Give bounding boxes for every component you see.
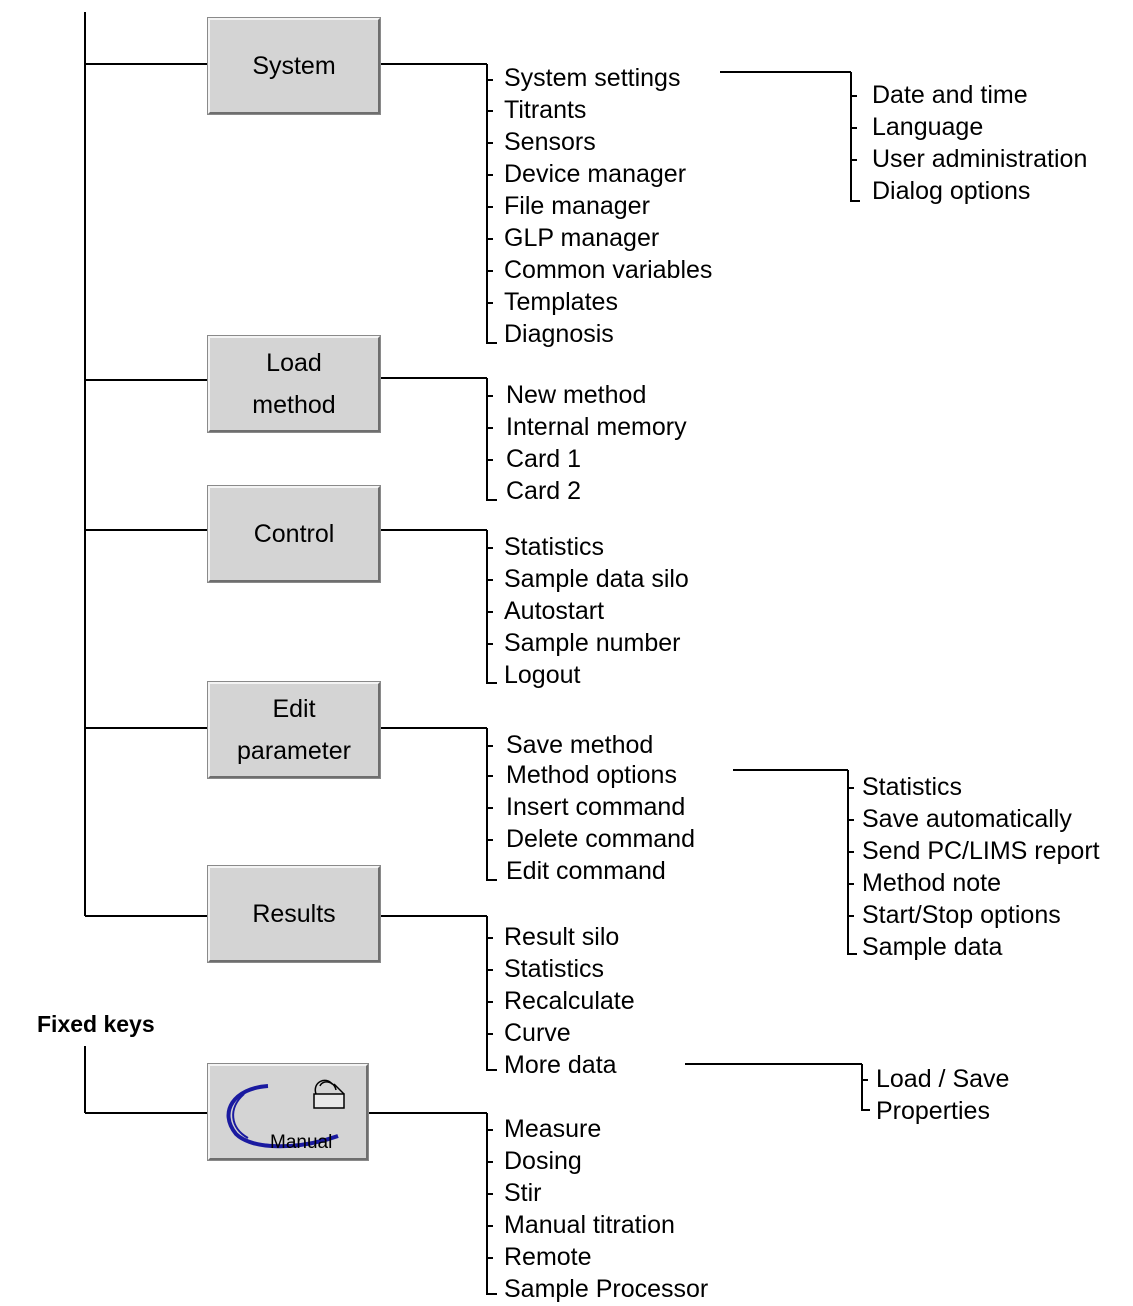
menu-item-edit-command[interactable]: Edit command [506,857,666,885]
menu-item-recalculate[interactable]: Recalculate [504,987,635,1015]
submenu-item-user-administration[interactable]: User administration [872,145,1088,173]
menu-item-file-manager[interactable]: File manager [504,192,650,220]
system-button-label: System [252,52,336,80]
menu-item-diagnosis[interactable]: Diagnosis [504,320,614,348]
submenu-item-statistics[interactable]: Statistics [862,773,963,801]
menu-item-curve[interactable]: Curve [504,1019,571,1047]
manual-button-label: Manual [270,1132,333,1153]
control-button-label: Control [253,520,335,548]
submenu-item-language[interactable]: Language [872,113,984,141]
menu-item-autostart[interactable]: Autostart [504,597,605,625]
load-method-button-label: Load method [252,349,336,419]
menu-item-sample-number[interactable]: Sample number [504,629,681,657]
menu-item-method-options[interactable]: Method options [506,761,677,789]
menu-item-more-data[interactable]: More data [504,1051,617,1079]
menu-item-device-manager[interactable]: Device manager [504,160,687,188]
load-method-button[interactable]: Load method [207,335,381,433]
menu-item-measure[interactable]: Measure [504,1115,602,1143]
submenu-item-method-note[interactable]: Method note [862,869,1001,897]
submenu-item-send-pc-lims-report[interactable]: Send PC/LIMS report [862,837,1100,865]
menu-item-new-method[interactable]: New method [506,381,647,409]
menu-item-dosing[interactable]: Dosing [504,1147,582,1175]
menu-item-internal-memory[interactable]: Internal memory [506,413,687,441]
menu-item-sample-data-silo[interactable]: Sample data silo [504,565,689,593]
menu-item-insert-command[interactable]: Insert command [506,793,686,821]
menu-item-titrants[interactable]: Titrants [504,96,587,124]
system-button[interactable]: System [207,17,381,115]
submenu-item-start-stop-options[interactable]: Start/Stop options [862,901,1061,929]
menu-item-sample-processor[interactable]: Sample Processor [504,1275,709,1303]
fixed-keys-heading: Fixed keys [37,1011,155,1037]
menu-item-results-statistics[interactable]: Statistics [504,955,605,983]
menu-item-remote[interactable]: Remote [504,1243,592,1271]
submenu-item-load-save[interactable]: Load / Save [876,1065,1010,1093]
menu-item-delete-command[interactable]: Delete command [506,825,695,853]
results-button[interactable]: Results [207,865,381,963]
control-button[interactable]: Control [207,485,381,583]
menu-item-templates[interactable]: Templates [504,288,618,316]
menu-item-statistics[interactable]: Statistics [504,533,605,561]
menu-item-logout[interactable]: Logout [504,661,581,689]
menu-item-common-variables[interactable]: Common variables [504,256,713,284]
menu-item-stir[interactable]: Stir [504,1179,542,1207]
menu-item-card-1[interactable]: Card 1 [506,445,582,473]
edit-parameter-button[interactable]: Edit parameter [207,681,381,779]
hand-icon [226,1079,345,1149]
menu-item-card-2[interactable]: Card 2 [506,477,582,505]
menu-item-result-silo[interactable]: Result silo [504,923,620,951]
menu-item-glp-manager[interactable]: GLP manager [504,224,660,252]
submenu-item-sample-data[interactable]: Sample data [862,933,1003,961]
submenu-item-date-and-time[interactable]: Date and time [872,81,1028,109]
menu-item-sensors[interactable]: Sensors [504,128,596,156]
results-button-label: Results [252,900,336,928]
submenu-item-save-automatically[interactable]: Save automatically [862,805,1072,833]
menu-item-system-settings[interactable]: System settings [504,64,681,92]
edit-parameter-button-label: Edit parameter [237,695,351,765]
submenu-item-dialog-options[interactable]: Dialog options [872,177,1031,205]
menu-item-save-method[interactable]: Save method [506,731,654,759]
submenu-item-properties[interactable]: Properties [876,1097,990,1125]
menu-item-manual-titration[interactable]: Manual titration [504,1211,675,1239]
manual-button[interactable]: Manual [207,1063,369,1161]
